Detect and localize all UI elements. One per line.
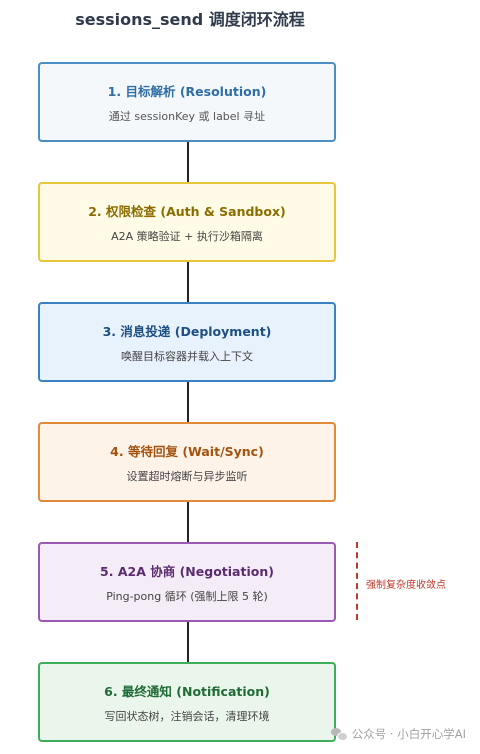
step-title: 5. A2A 协商 (Negotiation) — [100, 564, 274, 579]
step-box-negotiation: 5. A2A 协商 (Negotiation) Ping-pong 循环 (强制… — [38, 542, 336, 622]
step-box-deployment: 3. 消息投递 (Deployment) 唤醒目标容器并载入上下文 — [38, 302, 336, 382]
step-title: 3. 消息投递 (Deployment) — [102, 324, 272, 339]
watermark-text: 公众号 · 小白开心学AI — [351, 727, 466, 741]
step-box-wait-sync: 4. 等待回复 (Wait/Sync) 设置超时熔断与异步监听 — [38, 422, 336, 502]
step-box-notification: 6. 最终通知 (Notification) 写回状态树，注销会话，清理环境 — [38, 662, 336, 742]
connector-line — [187, 382, 189, 424]
step-description: A2A 策略验证 + 执行沙箱隔离 — [111, 230, 263, 243]
annotation-dashed-line — [356, 542, 358, 620]
watermark: 公众号 · 小白开心学AI — [330, 726, 466, 742]
diagram-title: sessions_send 调度闭环流程 — [75, 10, 305, 29]
step-description: 写回状态树，注销会话，清理环境 — [104, 710, 270, 723]
step-description: Ping-pong 循环 (强制上限 5 轮) — [106, 590, 268, 603]
step-description: 设置超时熔断与异步监听 — [126, 470, 248, 483]
step-title: 6. 最终通知 (Notification) — [104, 684, 270, 699]
step-title: 1. 目标解析 (Resolution) — [107, 84, 267, 99]
connector-line — [187, 142, 189, 184]
wechat-icon — [330, 727, 348, 741]
step-title: 4. 等待回复 (Wait/Sync) — [110, 444, 264, 459]
step-box-resolution: 1. 目标解析 (Resolution) 通过 sessionKey 或 lab… — [38, 62, 336, 142]
connector-line — [187, 502, 189, 544]
connector-line — [187, 622, 189, 664]
step-box-auth-sandbox: 2. 权限检查 (Auth & Sandbox) A2A 策略验证 + 执行沙箱… — [38, 182, 336, 262]
step-title: 2. 权限检查 (Auth & Sandbox) — [88, 204, 286, 219]
annotation-label: 强制复杂度收敛点 — [366, 580, 446, 591]
connector-line — [187, 262, 189, 304]
step-description: 唤醒目标容器并载入上下文 — [121, 350, 253, 363]
step-description: 通过 sessionKey 或 label 寻址 — [108, 110, 266, 123]
